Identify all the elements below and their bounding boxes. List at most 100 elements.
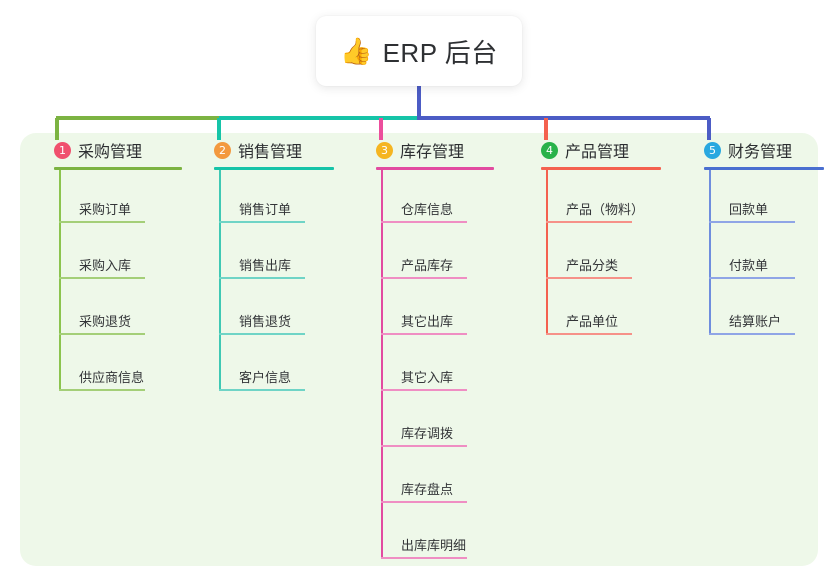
branch-column-3: 3 库存管理仓库信息产品库存其它出库其它入库库存调拨库存盘点出库库明细 (360, 133, 520, 562)
leaf-item-label: 结算账户 (729, 314, 782, 329)
leaf-underline (219, 277, 305, 279)
leaf-item-label: 其它入库 (401, 370, 454, 385)
leaf-item[interactable]: 供应商信息 (59, 338, 198, 394)
leaf-item[interactable]: 产品分类 (546, 226, 685, 282)
leaf-item[interactable]: 产品单位 (546, 282, 685, 338)
leaf-item-label: 其它出库 (401, 314, 454, 329)
leaf-item-label: 库存盘点 (401, 482, 454, 497)
leaf-underline (546, 221, 632, 223)
leaf-underline (381, 557, 467, 559)
leaf-item[interactable]: 采购订单 (59, 170, 198, 226)
branch-title: 销售管理 (238, 144, 303, 161)
leaf-underline (709, 333, 795, 335)
leaf-item[interactable]: 库存调拨 (381, 394, 520, 450)
leaf-item[interactable]: 结算账户 (709, 282, 839, 338)
branch-header-3[interactable]: 3 库存管理 (360, 133, 520, 167)
branch-title: 财务管理 (728, 144, 793, 161)
leaf-underline (381, 445, 467, 447)
branch-spine (546, 170, 548, 335)
leaf-item[interactable]: 其它出库 (381, 282, 520, 338)
leaf-underline (59, 333, 145, 335)
leaf-item-label: 出库库明细 (401, 538, 467, 553)
leaf-underline (381, 277, 467, 279)
root-node-label: ERP 后台 (382, 37, 498, 68)
leaf-underline (59, 389, 145, 391)
leaf-item-label: 供应商信息 (79, 370, 145, 385)
leaf-item-label: 产品单位 (566, 314, 619, 329)
leaf-item[interactable]: 销售退货 (219, 282, 358, 338)
leaf-underline (381, 501, 467, 503)
leaf-item[interactable]: 回款单 (709, 170, 839, 226)
leaf-item-label: 采购退货 (79, 314, 132, 329)
leaf-underline (59, 221, 145, 223)
background-panel (20, 133, 818, 566)
leaf-item-label: 产品库存 (401, 258, 454, 273)
thumbs-up-icon: 👍 (340, 36, 373, 66)
leaf-item[interactable]: 产品库存 (381, 226, 520, 282)
leaf-item-label: 库存调拨 (401, 426, 454, 441)
leaf-underline (546, 333, 632, 335)
leaf-item[interactable]: 出库库明细 (381, 506, 520, 562)
leaf-underline (219, 389, 305, 391)
leaf-underline (381, 389, 467, 391)
branch-underline (376, 167, 494, 170)
leaf-item-label: 产品分类 (566, 258, 619, 273)
leaf-item[interactable]: 采购入库 (59, 226, 198, 282)
leaf-list: 销售订单销售出库销售退货客户信息 (219, 170, 358, 394)
branch-columns: 1 采购管理采购订单采购入库采购退货供应商信息 2 销售管理销售订单销售出库销售退货客… (20, 133, 824, 566)
leaf-item-label: 采购订单 (79, 202, 132, 217)
branch-number-badge: 4 (541, 141, 558, 159)
branch-spine (59, 170, 61, 391)
branch-header-1[interactable]: 1 采购管理 (38, 133, 198, 167)
leaf-item[interactable]: 仓库信息 (381, 170, 520, 226)
leaf-underline (59, 277, 145, 279)
leaf-item-label: 采购入库 (79, 258, 132, 273)
branch-column-4: 4 产品管理产品（物料） 产品分类产品单位 (525, 133, 685, 338)
leaf-underline (381, 333, 467, 335)
leaf-item-label: 产品（物料） (566, 202, 645, 217)
branch-spine (709, 170, 711, 335)
branch-title: 采购管理 (78, 144, 143, 161)
leaf-item[interactable]: 销售出库 (219, 226, 358, 282)
branch-column-2: 2 销售管理销售订单销售出库销售退货客户信息 (198, 133, 358, 394)
leaf-item-label: 销售订单 (239, 202, 292, 217)
leaf-item-label: 付款单 (729, 258, 769, 273)
branch-number-badge: 2 (214, 141, 231, 159)
branch-column-1: 1 采购管理采购订单采购入库采购退货供应商信息 (38, 133, 198, 394)
leaf-list: 回款单付款单结算账户 (709, 170, 839, 338)
branch-spine (219, 170, 221, 391)
leaf-item[interactable]: 付款单 (709, 226, 839, 282)
leaf-item[interactable]: 其它入库 (381, 338, 520, 394)
branch-underline (54, 167, 182, 170)
branch-underline (704, 167, 824, 170)
branch-header-4[interactable]: 4 产品管理 (525, 133, 685, 167)
leaf-item-label: 销售出库 (239, 258, 292, 273)
branch-title: 库存管理 (400, 144, 465, 161)
leaf-underline (709, 277, 795, 279)
leaf-item-label: 回款单 (729, 202, 769, 217)
leaf-underline (219, 221, 305, 223)
leaf-item-label: 客户信息 (239, 370, 292, 385)
branch-header-2[interactable]: 2 销售管理 (198, 133, 358, 167)
leaf-underline (546, 277, 632, 279)
leaf-item[interactable]: 库存盘点 (381, 450, 520, 506)
branch-number-badge: 3 (376, 141, 393, 159)
leaf-underline (709, 221, 795, 223)
leaf-item[interactable]: 产品（物料） (546, 170, 685, 226)
branch-underline (541, 167, 661, 170)
leaf-list: 仓库信息产品库存其它出库其它入库库存调拨库存盘点出库库明细 (381, 170, 520, 562)
leaf-underline (381, 221, 467, 223)
leaf-list: 采购订单采购入库采购退货供应商信息 (59, 170, 198, 394)
root-node-erp-backend[interactable]: 👍 ERP 后台 (316, 16, 522, 86)
leaf-item[interactable]: 销售订单 (219, 170, 358, 226)
leaf-item[interactable]: 客户信息 (219, 338, 358, 394)
branch-number-badge: 1 (54, 141, 71, 159)
leaf-item[interactable]: 采购退货 (59, 282, 198, 338)
leaf-item-label: 销售退货 (239, 314, 292, 329)
leaf-list: 产品（物料） 产品分类产品单位 (546, 170, 685, 338)
leaf-item-label: 仓库信息 (401, 202, 454, 217)
branch-title: 产品管理 (565, 144, 630, 161)
